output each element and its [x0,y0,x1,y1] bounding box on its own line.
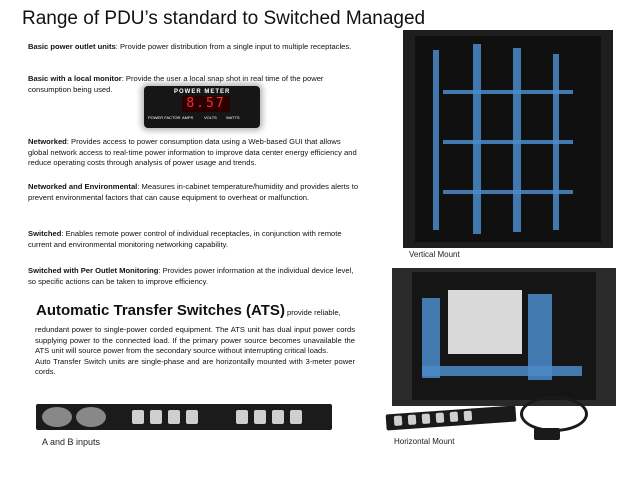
outlet-icon [290,410,302,424]
outlet-icon [236,410,248,424]
item-text: : Provide the user a local snap shot in … [28,74,324,94]
ats-unit-image [36,404,332,430]
page-title: Range of PDU’s standard to Switched Mana… [22,8,426,29]
meter-label: POWER FACTOR [148,115,181,120]
caption-ab-inputs: A and B inputs [42,437,101,447]
item-basic: Basic power outlet units: Provide power … [28,42,360,53]
item-label: Switched [28,229,62,238]
item-text: : Provide power distribution from a sing… [115,42,352,51]
outlet-icon [254,410,266,424]
ats-title: Automatic Transfer Switches (ATS) [36,302,285,319]
input-connector-icon [42,407,72,427]
ats-body-text: redundant power to single-power corded e… [35,325,355,356]
outlet-icon [407,414,417,425]
meter-label: AMPS [182,115,194,120]
item-label: Switched with Per Outlet Monitoring [28,266,159,275]
power-meter-image: POWER METER 8.57 POWER FACTOR AMPS VOLTS… [144,86,260,128]
outlet-icon [421,413,431,425]
horizontal-rack-image [392,268,616,406]
meter-reading: 8.57 [182,96,230,112]
item-label: Networked and Environmental [28,182,138,191]
meter-label: WATTS [226,115,240,120]
outlet-icon [186,410,198,424]
power-cord-icon [520,396,588,432]
outlet-icon [463,410,473,422]
outlet-icon [150,410,162,424]
outlet-icon [393,415,403,426]
horizontal-pdu-image [385,405,517,431]
item-text: : Provides power information at the indi… [28,266,354,286]
item-switched: Switched: Enables remote power control o… [28,229,360,250]
caption-vertical-mount: Vertical Mount [409,250,460,259]
vertical-rack-image [403,30,613,248]
item-local-monitor: Basic with a local monitor: Provide the … [28,74,360,95]
meter-label: VOLTS [204,115,217,120]
item-switched-per-outlet: Switched with Per Outlet Monitoring: Pro… [28,266,360,287]
meter-title: POWER METER [174,89,231,95]
ats-heading-tail: provide reliable, [284,308,341,317]
ats-body: redundant power to single-power corded e… [35,325,355,378]
caption-horizontal-mount: Horizontal Mount [394,437,455,446]
item-networked: Networked: Provides access to power cons… [28,137,360,169]
plug-icon [534,428,560,440]
item-label: Basic power outlet units [28,42,116,51]
item-text: : Measures in-cabinet temperature/humidi… [28,182,359,202]
item-label: Basic with a local monitor [28,74,122,83]
ats-heading: Automatic Transfer Switches (ATS) provid… [36,303,366,319]
ats-body-text: Auto Transfer Switch units are single-ph… [35,356,355,377]
outlet-icon [168,410,180,424]
outlet-icon [272,410,284,424]
outlet-icon [449,411,459,423]
outlet-icon [132,410,144,424]
item-text: : Provides access to power consumption d… [28,137,357,167]
outlet-icon [435,412,445,424]
item-text: : Enables remote power control of indivi… [28,229,342,249]
input-connector-icon [76,407,106,427]
item-networked-environmental: Networked and Environmental: Measures in… [28,182,360,203]
item-label: Networked [28,137,67,146]
